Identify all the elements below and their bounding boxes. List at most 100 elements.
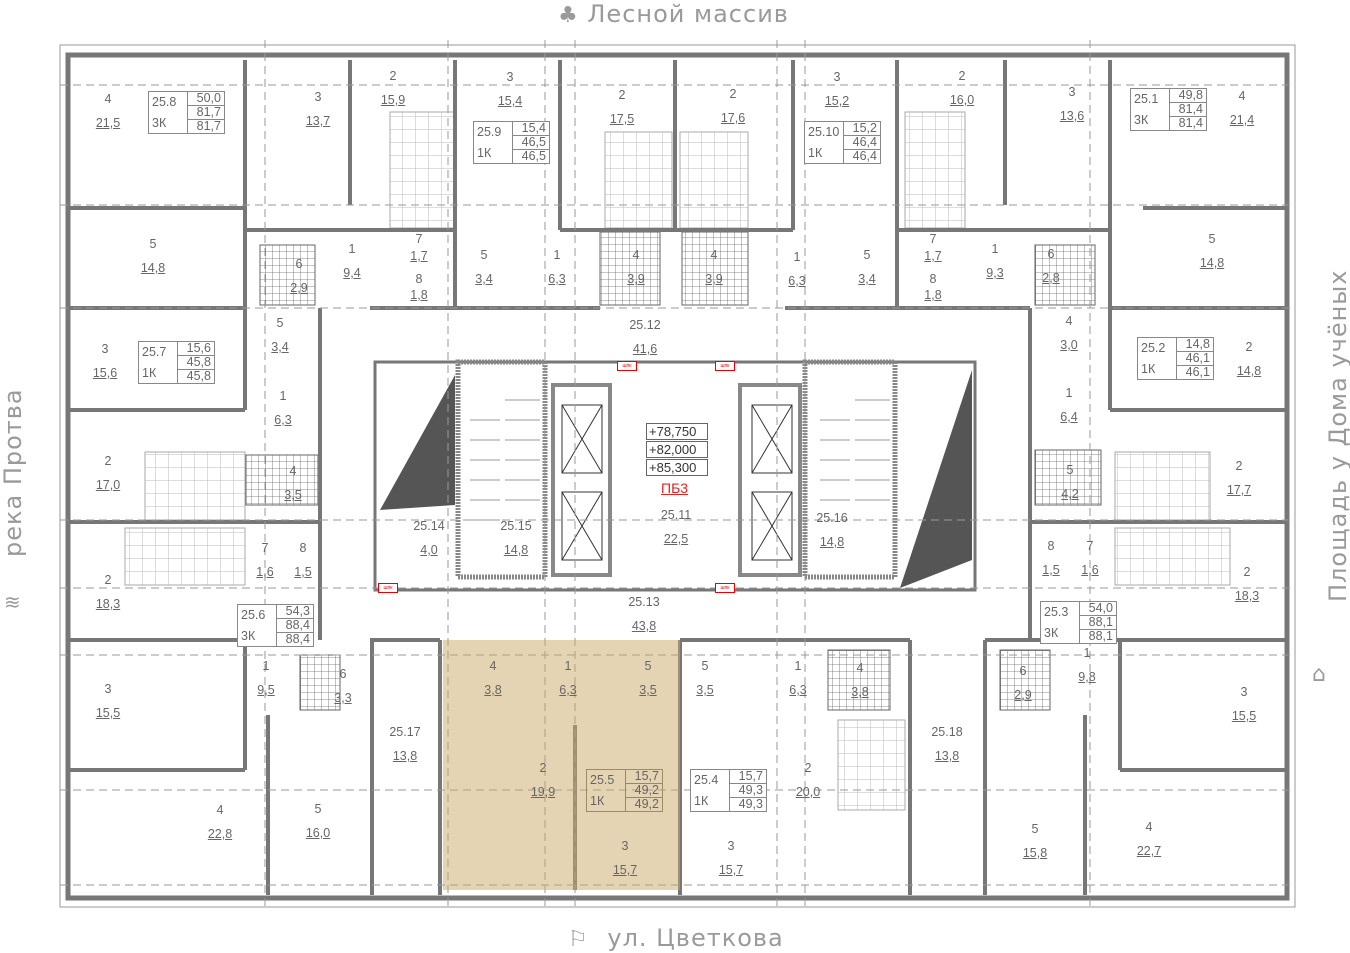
room-number: 5: [644, 659, 652, 673]
room-area: 15,9: [380, 93, 406, 107]
room-area: 13,8: [934, 749, 960, 763]
room-number: 3: [101, 342, 109, 356]
room-number: 1: [793, 250, 801, 264]
room-number: 1: [279, 389, 287, 403]
total-area: 45,8: [178, 356, 214, 370]
signpost-icon: ⚐: [568, 927, 589, 952]
highlighted-apartment[interactable]: [443, 640, 680, 890]
room-area: 4,2: [1061, 487, 1079, 501]
total-area: 49,2: [626, 784, 662, 798]
room-number: 7: [929, 232, 937, 246]
room-area: 3,4: [271, 340, 289, 354]
room-area: 6,3: [548, 272, 566, 286]
room-number: 4: [1065, 314, 1073, 328]
total-area-with-balcony: 45,8: [186, 369, 211, 383]
room-number: 2: [389, 69, 397, 83]
room-number: 4: [1238, 89, 1246, 103]
living-area: 49,8: [1170, 89, 1206, 103]
room-number: 4: [632, 248, 640, 262]
room-area: 15,8: [1022, 846, 1048, 860]
room-area: 15,5: [1231, 709, 1257, 723]
total-area: 46,5: [513, 136, 549, 150]
room-area: 18,3: [1234, 589, 1260, 603]
living-area: 15,7: [730, 770, 766, 784]
room-number: 8: [415, 272, 423, 286]
room-area: 14,8: [1236, 364, 1262, 378]
total-area: 49,3: [730, 784, 766, 798]
room-area: 3,0: [1060, 338, 1078, 352]
south-label: ⚐ ул. Цветкова: [568, 924, 784, 952]
room-number: 3: [727, 839, 735, 853]
room-number: 5: [1031, 822, 1039, 836]
room-number: 25.13: [628, 595, 660, 609]
north-label: ♣ Лесной массив: [558, 0, 789, 28]
room-area: 21,5: [95, 116, 121, 130]
room-number: 2: [539, 761, 547, 775]
room-area: 16,0: [305, 826, 331, 840]
apartment-type: 3К: [1134, 113, 1149, 127]
apartment-number: 25.8: [152, 95, 177, 109]
room-area: 22,8: [207, 827, 233, 841]
room-area: 14,8: [819, 535, 845, 549]
room-number: 1: [1083, 646, 1091, 660]
room-number: 5: [1066, 463, 1074, 477]
apartment-number: 25.4: [694, 773, 719, 787]
room-number: 3: [621, 839, 629, 853]
room-number: 4: [710, 248, 718, 262]
room-number: 4: [104, 92, 112, 106]
apartment-number: 25.2: [1141, 341, 1166, 355]
room-number: 8: [299, 541, 307, 555]
room-area: 6,3: [789, 683, 807, 697]
room-area: 15,7: [612, 863, 638, 877]
outer-walls: [59, 44, 1296, 908]
elevation-marks: +78,750 +82,000 +85,300: [646, 423, 708, 477]
apartment-number: 25.6: [241, 608, 266, 622]
apartment-number: 25.7: [142, 345, 167, 359]
room-area: 13,8: [392, 749, 418, 763]
room-number: 1: [991, 242, 999, 256]
room-number: 3: [104, 682, 112, 696]
room-number: 25.15: [500, 519, 532, 533]
room-number: 2: [104, 454, 112, 468]
room-number: 7: [415, 232, 423, 246]
room-area: 15,4: [497, 94, 523, 108]
room-number: 1: [794, 659, 802, 673]
room-area: 1,5: [1042, 563, 1060, 577]
room-number: 4: [289, 464, 297, 478]
room-area: 1,6: [1081, 563, 1099, 577]
total-area-with-balcony: 49,3: [738, 797, 763, 811]
room-area: 13,6: [1059, 109, 1085, 123]
room-area: 17,0: [95, 478, 121, 492]
room-number: 7: [261, 541, 269, 555]
room-area: 1,5: [294, 565, 312, 579]
fire-cabinet-marker: шпк: [617, 361, 637, 371]
room-area: 14,8: [1199, 256, 1225, 270]
room-area: 6,3: [274, 413, 292, 427]
total-area: 81,7: [188, 106, 224, 120]
room-number: 2: [1235, 459, 1243, 473]
apartment-type: 1К: [477, 146, 492, 160]
living-area: 54,3: [277, 605, 313, 619]
room-number: 3: [1240, 685, 1248, 699]
room-number: 2: [729, 87, 737, 101]
room-area: 1,8: [924, 288, 942, 302]
water-waves-icon: ≋: [4, 590, 22, 614]
room-number: 5: [701, 659, 709, 673]
room-area: 3,9: [705, 272, 723, 286]
room-area: 2,8: [1042, 271, 1060, 285]
room-number: 4: [1145, 820, 1153, 834]
room-number: 25.18: [931, 725, 963, 739]
room-number: 6: [1047, 247, 1055, 261]
apartment-type: 3К: [1044, 626, 1059, 640]
